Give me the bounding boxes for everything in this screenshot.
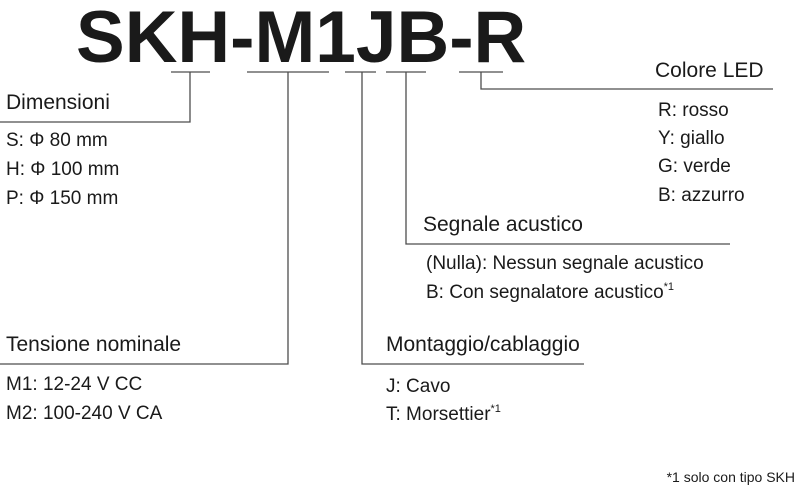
- model-code: SKH-M1JB-R: [76, 0, 526, 78]
- buzzer-option-none: (Nulla): Nessun segnale acustico: [426, 253, 704, 274]
- code-part-r: R: [474, 0, 527, 78]
- group-voltage: Tensione nominale M1: 12-24 V CC M2: 100…: [6, 333, 181, 424]
- connector-led: [459, 71, 773, 90]
- led-option-r: R: rosso: [658, 100, 729, 121]
- dimensions-option-s: S: Φ 80 mm: [6, 130, 108, 151]
- mounting-option-t: T: Morsettier*1: [386, 403, 501, 425]
- connector-voltage: [0, 71, 329, 365]
- dimensions-option-h: H: Φ 100 mm: [6, 159, 119, 180]
- led-option-g: G: verde: [658, 156, 731, 177]
- buzzer-title: Segnale acustico: [423, 213, 583, 236]
- code-part-h: H: [177, 0, 230, 78]
- led-title: Colore LED: [655, 59, 764, 82]
- code-part-b: B: [396, 0, 449, 78]
- code-part-dash-1: -: [230, 0, 254, 78]
- group-led: Colore LED R: rosso Y: giallo G: verde B…: [655, 59, 764, 206]
- code-part-1: 1: [315, 0, 356, 78]
- buzzer-option-b-text: B: Con segnalatore acustico: [426, 282, 664, 303]
- code-part-m: M: [254, 0, 315, 78]
- footnote: *1 solo con tipo SKH: [667, 469, 795, 485]
- voltage-option-m1: M1: 12-24 V CC: [6, 374, 142, 395]
- mounting-option-t-text: T: Morsettier: [386, 404, 491, 425]
- group-dimensions: Dimensioni S: Φ 80 mm H: Φ 100 mm P: Φ 1…: [6, 91, 119, 209]
- mounting-option-j: J: Cavo: [386, 376, 450, 397]
- mounting-option-j-text: J: Cavo: [386, 376, 450, 397]
- dimensions-title: Dimensioni: [6, 91, 110, 114]
- group-mounting: Montaggio/cablaggio J: Cavo T: Morsettie…: [386, 333, 580, 425]
- code-part-k: K: [125, 0, 178, 78]
- code-part-j: J: [356, 0, 397, 78]
- buzzer-option-none-text: (Nulla): Nessun segnale acustico: [426, 253, 704, 274]
- code-part-dash-2: -: [449, 0, 473, 78]
- voltage-title: Tensione nominale: [6, 333, 181, 356]
- led-option-b: B: azzurro: [658, 185, 745, 206]
- connector-mounting: [345, 71, 584, 365]
- buzzer-option-b: B: Con segnalatore acustico*1: [426, 281, 674, 303]
- led-option-y: Y: giallo: [658, 128, 725, 149]
- group-buzzer: Segnale acustico (Nulla): Nessun segnale…: [423, 213, 704, 303]
- voltage-option-m2: M2: 100-240 V CA: [6, 403, 163, 424]
- code-part-s: S: [76, 0, 125, 78]
- connector-buzzer: [386, 71, 730, 245]
- mounting-option-t-sup: *1: [491, 403, 501, 415]
- connector-dimensions: [0, 71, 210, 123]
- buzzer-option-b-sup: *1: [664, 281, 674, 293]
- dimensions-option-p: P: Φ 150 mm: [6, 188, 118, 209]
- mounting-title: Montaggio/cablaggio: [386, 333, 580, 356]
